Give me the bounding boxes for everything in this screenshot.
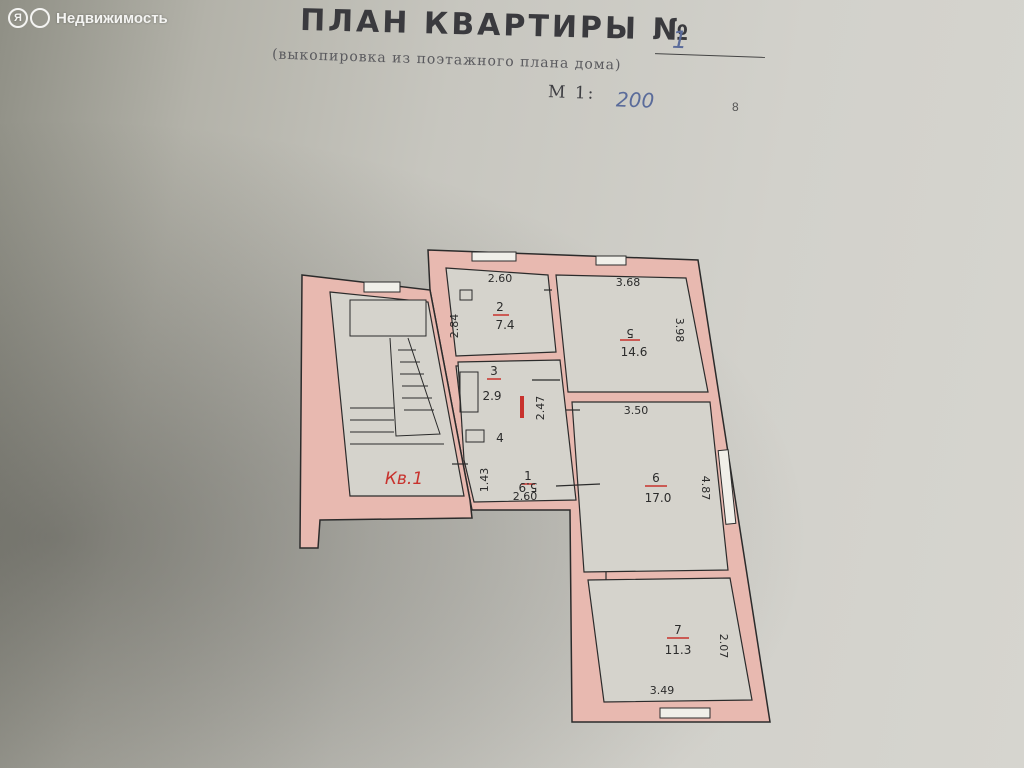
room-area: 11.3 [665,643,692,657]
window [363,281,401,293]
room-number: 2 [496,300,504,314]
room-6-space [571,401,729,573]
window [717,449,737,525]
bathtub-icon [459,371,479,413]
room-area: 14.6 [621,345,648,359]
room-area: 7.4 [495,318,514,332]
room-labels: 2 7.4 3 2.9 4 1 5.9 5 14.6 6 17.0 7 11.3… [385,300,692,657]
dimension: 1.43 [478,468,491,493]
dimension: 3.68 [616,276,641,289]
watermark: Я Недвижимость [8,8,168,28]
dimension: 2.60 [513,490,538,503]
room-area: 5.9 [518,480,537,494]
window [659,707,711,719]
stair-space [329,291,465,497]
room-number: 7 [674,623,682,637]
room-number: 6 [652,471,660,485]
brand-logo-ring [30,8,50,28]
room-area: 17.0 [645,491,672,505]
fixtures [459,289,524,443]
room-2-space [445,267,557,357]
room-7-space [587,577,753,703]
room-area: 2.9 [482,389,501,403]
dimension: 3.50 [624,404,649,417]
brand-logo-letter: Я [8,8,28,28]
dimension: 2.07 [717,634,730,659]
dimension: 3.98 [673,318,686,343]
sink-icon [465,429,485,443]
room-number: 4 [496,431,504,445]
stair-landing [349,299,427,337]
room-number: 5 [626,326,634,340]
brand-name: Недвижимость [56,9,168,27]
window [595,255,627,266]
hall-space [457,359,577,503]
window [471,251,517,262]
room-number: 3 [490,364,498,378]
dimension: 2.47 [534,396,547,421]
red-partition [520,396,524,418]
doors [452,289,607,580]
staircase [349,299,444,445]
windows [363,251,737,719]
dimension: 2.60 [488,272,513,285]
dimension: 3.49 [650,684,675,697]
dimension-labels: 2.60 2.84 3.68 3.98 3.50 4.87 1.43 2.60 … [448,272,730,697]
dimension: 4.87 [699,476,712,501]
scale-mark: 8 [732,100,739,114]
room-number: 1 [524,469,532,483]
brand-logo: Я [8,8,50,28]
interior-spaces [329,267,753,703]
room-5-space [555,274,709,393]
dimension: 2.84 [448,314,461,339]
apartment-label: Кв.1 [385,469,423,489]
toilet-icon [459,289,473,301]
